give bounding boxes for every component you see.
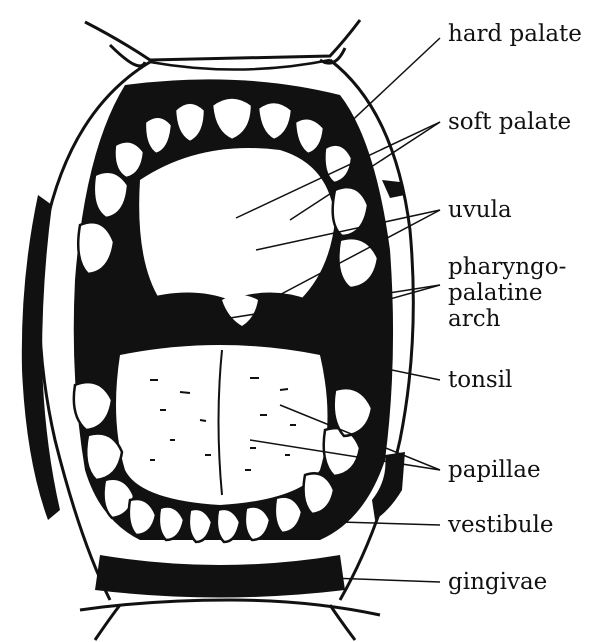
lower-lip-and-gums bbox=[80, 555, 380, 640]
label-tonsil: tonsil bbox=[448, 368, 512, 392]
label-pharyngopalatine-line2: palatine bbox=[448, 280, 566, 306]
label-pharyngopalatine-arch: pharyngo- palatine arch bbox=[448, 254, 566, 332]
hard-palate-region bbox=[139, 148, 335, 300]
label-hard-palate: hard palate bbox=[448, 22, 582, 46]
left-cheek-shadow bbox=[22, 195, 60, 520]
label-uvula: uvula bbox=[448, 198, 512, 222]
upper-lip bbox=[85, 20, 360, 70]
label-gingivae: gingivae bbox=[448, 570, 547, 594]
label-vestibule: vestibule bbox=[448, 513, 554, 537]
label-pharyngopalatine-line1: pharyngo- bbox=[448, 254, 566, 280]
label-soft-palate: soft palate bbox=[448, 110, 571, 134]
label-papillae: papillae bbox=[448, 458, 541, 482]
label-pharyngopalatine-line3: arch bbox=[448, 306, 566, 332]
